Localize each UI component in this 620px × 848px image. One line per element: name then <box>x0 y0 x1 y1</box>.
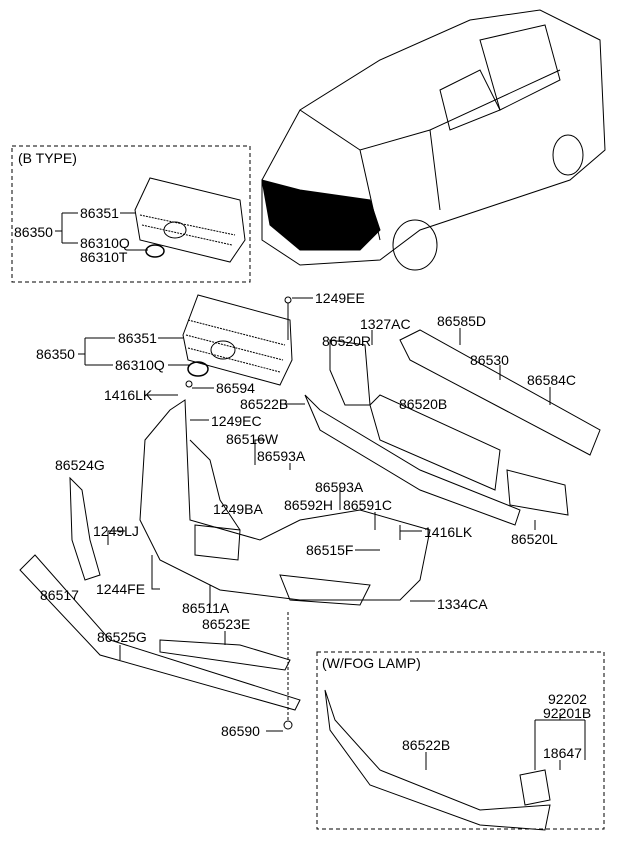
fog-lower-grille <box>324 689 551 831</box>
part-label[interactable]: 86350 <box>36 346 75 362</box>
fog-lamp <box>519 769 551 806</box>
absorber-86520B <box>369 394 501 491</box>
part-label[interactable]: 18647 <box>543 745 582 761</box>
part-label[interactable]: 86351 <box>118 330 157 346</box>
part-label[interactable]: 86517 <box>40 587 79 603</box>
grille <box>182 294 293 386</box>
bracket-86520L <box>506 469 569 516</box>
part-label[interactable]: 86525G <box>97 629 147 645</box>
part-label[interactable]: 1249LJ <box>93 523 139 539</box>
moulding-86524G <box>69 476 101 581</box>
part-label[interactable]: 86520R <box>322 333 372 349</box>
part-label[interactable]: 1334CA <box>437 596 488 612</box>
part-label[interactable]: 86585D <box>437 313 487 329</box>
part-label[interactable]: 86594 <box>216 380 255 396</box>
bracket-86520R <box>329 339 371 406</box>
part-label[interactable]: 1249EE <box>315 290 365 306</box>
lip-86525G <box>19 554 301 711</box>
part-label[interactable]: 86591C <box>343 497 393 513</box>
part-label[interactable]: 1244FE <box>96 581 146 597</box>
part-label[interactable]: 86522B <box>240 396 289 412</box>
car-illustration <box>261 9 606 271</box>
part-label[interactable]: 86515F <box>306 542 354 558</box>
grille-b-type <box>134 177 246 263</box>
part-label[interactable]: 86310Q <box>115 357 165 373</box>
b-type-heading: (B TYPE) <box>18 150 77 166</box>
fog-lamp-box <box>316 651 605 830</box>
part-label[interactable]: 1416LK <box>104 387 153 403</box>
part-label[interactable]: 86511A <box>182 600 230 616</box>
part-label[interactable]: 86524G <box>55 457 105 473</box>
lower-grille-86522B <box>304 394 521 526</box>
part-label[interactable]: 1327AC <box>360 316 411 332</box>
part-label[interactable]: 86350 <box>14 224 53 240</box>
bumper-cover-86511A <box>139 399 431 601</box>
part-label[interactable]: 86520B <box>399 396 448 412</box>
fog-lamp-heading: (W/FOG LAMP) <box>322 655 421 671</box>
reinforcement-86530 <box>399 329 601 456</box>
part-label[interactable]: 1416LK <box>424 524 473 540</box>
part-label[interactable]: 86516W <box>226 431 279 447</box>
part-label[interactable]: 86523E <box>202 616 251 632</box>
part-label[interactable]: 86593A <box>315 479 364 495</box>
part-label[interactable]: 92201B <box>543 705 592 721</box>
part-label[interactable]: 86584C <box>527 372 577 388</box>
part-label[interactable]: 86590 <box>221 723 260 739</box>
part-label[interactable]: 86310T <box>80 249 128 265</box>
part-label[interactable]: 86351 <box>80 205 119 221</box>
part-label[interactable]: 86520L <box>511 531 558 547</box>
part-label[interactable]: 86522B <box>402 737 451 753</box>
part-label[interactable]: 86592H <box>284 497 334 513</box>
b-type-box <box>11 145 251 283</box>
part-label[interactable]: 86530 <box>470 352 509 368</box>
part-label[interactable]: 86593A <box>257 448 306 464</box>
part-label[interactable]: 1249EC <box>211 413 262 429</box>
part-label[interactable]: 92202 <box>548 691 587 707</box>
part-label[interactable]: 1249BA <box>213 501 263 517</box>
part-label[interactable]: 86310Q <box>80 235 130 251</box>
